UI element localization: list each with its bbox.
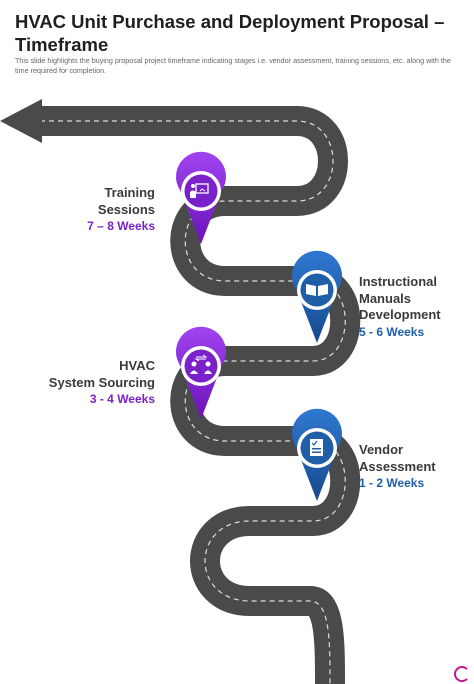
page-title: HVAC Unit Purchase and Deployment Propos… bbox=[15, 11, 445, 55]
stage-pin-sourcing bbox=[176, 326, 226, 419]
stage-duration: 5 - 6 Weeks bbox=[359, 324, 425, 339]
people-exchange-icon bbox=[190, 354, 212, 374]
checklist-document-icon bbox=[310, 439, 323, 456]
open-book-icon bbox=[306, 284, 328, 296]
stage-training: Training Sessions 7 – 8 Weeks bbox=[20, 185, 155, 234]
road-arrowhead bbox=[0, 99, 42, 143]
stage-pin-manuals bbox=[292, 250, 342, 343]
corner-logo-icon bbox=[454, 666, 470, 682]
stage-duration: 7 – 8 Weeks bbox=[87, 219, 155, 233]
stage-sourcing: HVAC System Sourcing 3 - 4 Weeks bbox=[20, 358, 155, 407]
stage-name: Instructional Manuals Development bbox=[359, 274, 441, 322]
stage-pin-training bbox=[176, 151, 226, 244]
stage-manuals: Instructional Manuals Development 5 - 6 … bbox=[359, 274, 471, 340]
stage-name: Vendor Assessment bbox=[359, 442, 436, 474]
stage-name: Training Sessions bbox=[97, 185, 155, 217]
road-centre-line bbox=[40, 120, 346, 684]
stage-duration: 3 - 4 Weeks bbox=[89, 392, 155, 406]
presentation-board-icon bbox=[190, 183, 209, 198]
stage-name: HVAC System Sourcing bbox=[48, 358, 155, 390]
stage-pin-vendor bbox=[292, 408, 342, 501]
stage-duration: 1 - 2 Weeks bbox=[359, 476, 425, 490]
stage-vendor: Vendor Assessment 1 - 2 Weeks bbox=[359, 442, 471, 491]
page-subtitle: This slide highlights the buying proposa… bbox=[15, 56, 451, 75]
